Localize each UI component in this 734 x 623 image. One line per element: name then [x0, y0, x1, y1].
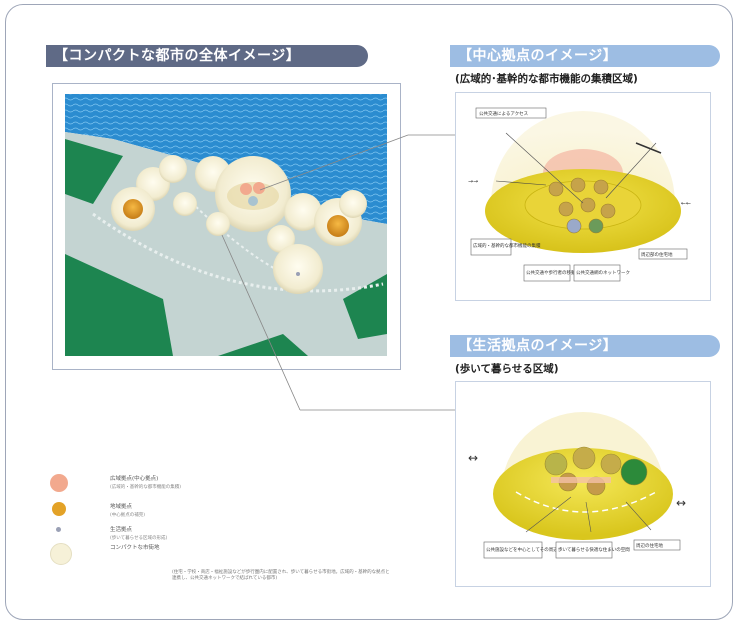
callout-urban-functions: 広域的・基幹的な都市機能の集積: [473, 242, 541, 249]
legend-label: 広域拠点(中心拠点): [110, 476, 159, 482]
legend-swatch-grey: [56, 527, 61, 532]
sea: [65, 94, 387, 224]
facility-circles: [548, 177, 616, 234]
callout-pedestrian: 公共交通や歩行者の移動手段: [526, 269, 585, 276]
whole-city-title: 【コンパクトな都市の全体イメージ】: [46, 45, 368, 67]
green-area-bottom: [218, 334, 308, 356]
legend-note: (歩いて暮らせる区域の形成): [110, 536, 168, 541]
svg-text:↔: ↔: [468, 451, 478, 465]
life-hub-illustration: ↔ ↔ 公共施設などを中心としてその周辺部にある都市機能 歩いて暮らせる快適な住…: [468, 412, 686, 559]
callout-walkable: 歩いて暮らせる快適な住まいの空間: [558, 546, 630, 553]
callout-network: 公共交通網のネットワーク: [576, 269, 630, 276]
legend-note: (広域的・基幹的な都市機能の集積): [110, 485, 182, 490]
legend-label: 生活拠点: [110, 527, 133, 533]
callout-public-facilities: 公共施設などを中心としてその周辺部にある都市機能: [486, 546, 594, 553]
svg-text:←←: ←←: [681, 200, 691, 207]
legend-label: コンパクトな市街地: [110, 545, 160, 551]
center-hub-illustration: →→ ←← 公共交通によるアクセス 広域的・基幹的な都市機能の集積 公共交通や歩…: [468, 107, 691, 282]
legend-swatch-cream: [50, 543, 72, 565]
legend-swatch-orange: [52, 502, 66, 516]
callout-residential: 周辺部の住宅地: [641, 251, 673, 258]
legend-label: 地域拠点: [110, 504, 133, 510]
center-hub-panel: →→ ←← 公共交通によるアクセス 広域的・基幹的な都市機能の集積 公共交通や歩…: [455, 92, 711, 301]
compact-city-domes: [111, 155, 367, 294]
life-hub-title: 【生活拠点のイメージ】: [450, 335, 720, 357]
callout-surrounding-homes: 周辺の住宅地: [636, 542, 663, 549]
legend-footnote: (住宅・学校・商店・福祉施設などが歩行圏内に配置され、歩いて暮らせる市街地。広域…: [172, 570, 390, 582]
life-hub-subtitle: (歩いて暮らせる区域): [455, 363, 559, 375]
road-network: [92, 212, 384, 293]
svg-text:→→: →→: [468, 178, 478, 185]
green-area-left: [65, 139, 123, 204]
svg-text:↔: ↔: [676, 496, 686, 510]
green-area-bottom-left: [65, 254, 173, 356]
green-area-right: [343, 274, 387, 339]
life-hub-panel: ↔ ↔ 公共施設などを中心としてその周辺部にある都市機能 歩いて暮らせる快適な住…: [455, 381, 711, 587]
legend-swatch-pink: [50, 474, 68, 492]
center-hub-title: 【中心拠点のイメージ】: [450, 45, 720, 67]
center-hub-subtitle: (広域的･基幹的な都市機能の集積区域): [455, 73, 638, 85]
callout-transit-access: 公共交通によるアクセス: [479, 110, 529, 117]
legend-note: (中心拠点の補完): [110, 513, 146, 518]
